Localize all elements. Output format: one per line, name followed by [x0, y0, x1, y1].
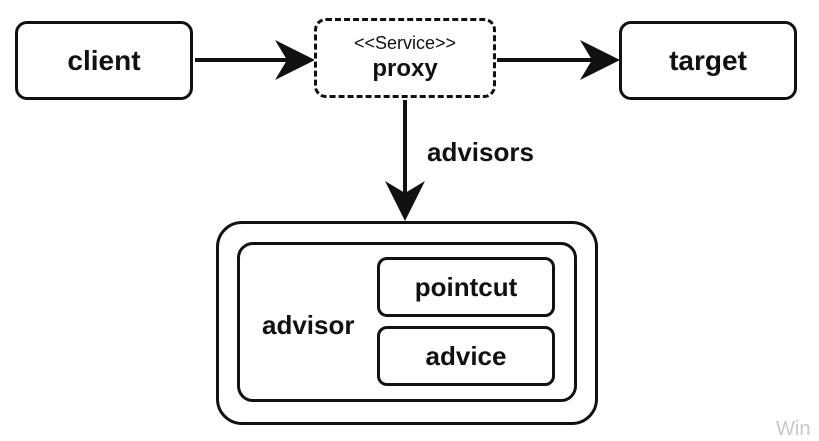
advice-box: advice	[377, 326, 555, 386]
advice-label: advice	[425, 340, 507, 371]
watermark-text: Win	[776, 418, 811, 440]
pointcut-label: pointcut	[414, 271, 518, 302]
proxy-box: <<Service>> proxy	[314, 18, 496, 98]
target-box: target	[619, 21, 797, 100]
client-label: client	[67, 44, 141, 76]
proxy-stereotype-label: <<Service>>	[353, 33, 457, 53]
target-label: target	[669, 44, 747, 76]
client-box: client	[15, 21, 193, 100]
pointcut-box: pointcut	[377, 257, 555, 317]
advisor-label: advisor	[262, 310, 355, 340]
proxy-label: proxy	[372, 55, 438, 82]
advisors-edge-label: advisors	[427, 137, 534, 167]
